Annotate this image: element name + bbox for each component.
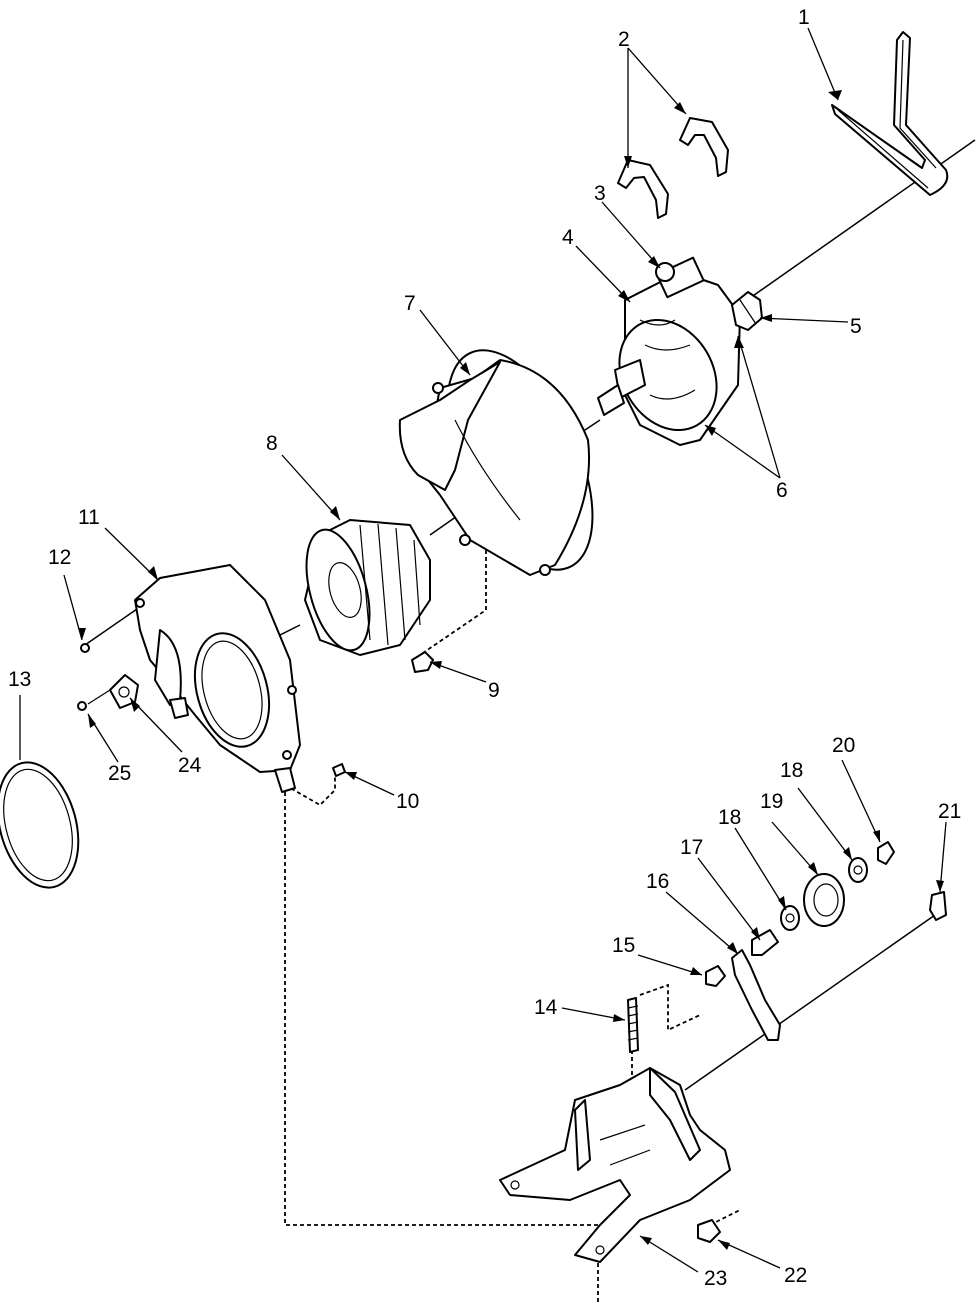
thermostat-24-part	[87, 674, 139, 709]
callout-9: 9	[488, 679, 500, 702]
callout-labels: 1 2 3 4 5 6 7 8 9 10 11 12 13 14 15 16 1…	[8, 6, 961, 1290]
callout-1: 1	[798, 6, 810, 29]
nut-22-part	[697, 1219, 721, 1243]
callout-4: 4	[562, 226, 574, 249]
callout-21: 21	[938, 800, 961, 823]
idler-hardware	[627, 841, 947, 1053]
idler-arm-part	[731, 949, 781, 1041]
blower-wheel-part	[304, 519, 431, 656]
screw-12-part	[80, 643, 90, 653]
arrowheads	[78, 90, 944, 1250]
screw-25-part	[77, 701, 87, 711]
screw-10-part	[332, 763, 346, 777]
callout-23: 23	[704, 1267, 727, 1290]
leader-lines	[19, 27, 947, 1273]
callout-6: 6	[776, 479, 788, 502]
screw-9-part	[411, 651, 434, 673]
callout-13: 13	[8, 668, 31, 691]
motor-part	[597, 256, 763, 446]
blower-cover-part	[134, 564, 301, 793]
callout-25: 25	[108, 762, 131, 785]
callout-17: 17	[680, 836, 703, 859]
callout-5: 5	[850, 315, 862, 338]
callout-7: 7	[404, 292, 416, 315]
motor-clip-lower	[617, 159, 669, 219]
motor-clip-upper	[679, 117, 729, 177]
callout-2: 2	[618, 28, 630, 51]
callout-10: 10	[396, 790, 419, 813]
callout-18a: 18	[718, 806, 741, 829]
callout-8: 8	[266, 432, 278, 455]
motor-mount-part	[499, 1067, 731, 1263]
callout-15: 15	[612, 934, 635, 957]
callout-22: 22	[784, 1264, 807, 1287]
seal-ring-part	[0, 761, 80, 889]
callout-12: 12	[48, 546, 71, 569]
belt-part	[831, 31, 949, 196]
callout-11: 11	[78, 506, 100, 529]
callout-18b: 18	[780, 759, 803, 782]
callout-24: 24	[178, 754, 202, 777]
callout-14: 14	[534, 996, 558, 1019]
callout-20: 20	[832, 734, 855, 757]
callout-16: 16	[646, 870, 669, 893]
callout-3: 3	[594, 182, 606, 205]
callout-19: 19	[760, 790, 783, 813]
blower-housing-part	[398, 349, 594, 576]
